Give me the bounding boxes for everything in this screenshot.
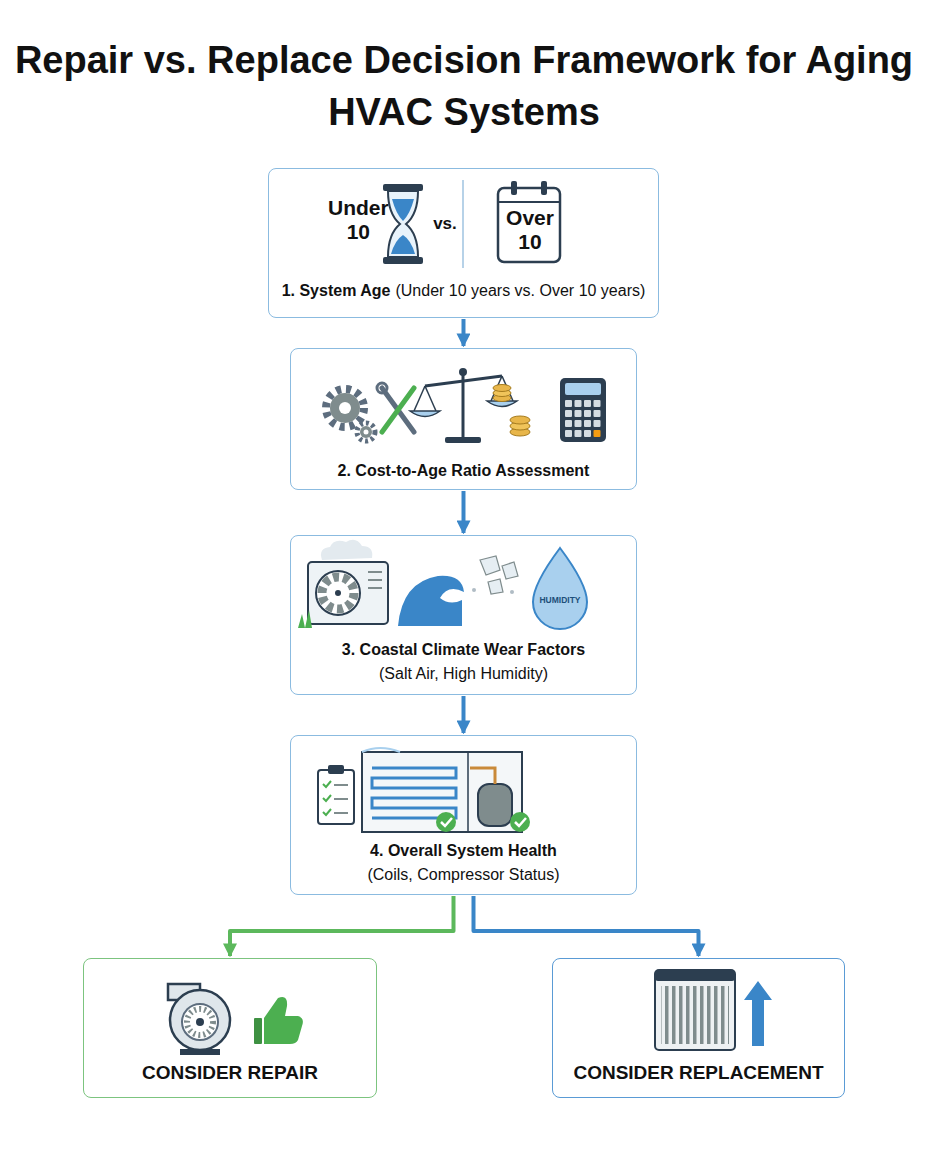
node-text: CONSIDER REPAIR [142,1062,318,1083]
text-row: 4. Overall System Health [291,841,636,860]
up-arrow-icon [744,981,772,1046]
tools-icon [377,383,414,432]
text-line: Under 10 [328,196,389,244]
condenser-unit-icon [655,970,735,1050]
blower-icon [168,984,230,1055]
node-text: 2. Cost-to-Age Ratio Assessment [338,462,590,479]
text-line: (Salt Air, High Humidity) [379,664,548,683]
text-line: CONSIDER REPLACEMENT [573,1062,823,1084]
calendar-icon [498,181,560,262]
text-line: 3. Coastal Climate Wear Factors [342,640,585,659]
icon-label: HUMIDITY [534,595,586,605]
step-box: 2. Cost-to-Age Ratio Assessment [290,348,637,490]
thumbs-up-icon [254,997,303,1044]
flow-arrow [461,319,465,346]
compressor-icon [470,768,512,826]
coins-icon [493,385,530,437]
node-text: 4. Overall System Health [370,842,557,859]
hourglass-icon [383,184,423,264]
calculator-icon [560,378,606,442]
step-box: 4. Overall System Health (Coils, Compress… [290,735,637,895]
node-text: (Salt Air, High Humidity) [379,665,548,682]
node-text: Over 10 [506,206,554,253]
node-text: (Under 10 years vs. Over 10 years) [395,282,645,299]
node-text: 3. Coastal Climate Wear Factors [342,641,585,658]
diagram-title: Repair vs. Replace Decision Framework fo… [14,34,914,138]
coil-panel-icon [362,748,522,832]
text-row: Over 10 [501,206,559,254]
decision-box: CONSIDER REPAIR [83,958,377,1098]
cloud-icon [321,540,372,560]
clipboard-icon [318,765,354,824]
text-row: CONSIDER REPLACEMENT [553,1062,844,1084]
flow-arrow [474,896,699,956]
step-box: 3. Coastal Climate Wear Factors (Salt Air… [290,535,637,695]
salt-icon [472,556,518,594]
flow-arrow [230,896,454,956]
text-line: Over 10 [501,206,559,254]
water-drop-icon [533,548,587,629]
divider-line [462,180,464,268]
text-line: vs. [433,214,457,234]
node-text: 1. System Age [282,282,391,299]
decision-box: CONSIDER REPLACEMENT [552,958,845,1098]
gear-icon [326,389,375,441]
text-line: 2. Cost-to-Age Ratio Assessment [338,461,590,480]
node-text: Under 10 [328,196,389,243]
text-row: CONSIDER REPAIR [84,1062,376,1084]
text-row: vs. [429,214,461,234]
text-line: 1. System Age(Under 10 years vs. Over 10… [282,281,646,300]
text-row: 3. Coastal Climate Wear Factors [291,640,636,659]
wave-icon [398,576,464,626]
text-line: (Coils, Compressor Status) [367,865,559,884]
check-mark-icon [436,812,530,832]
ac-unit-icon [298,562,388,628]
node-text: CONSIDER REPLACEMENT [573,1062,823,1083]
step-box: Under 10 vs. Over 10 1. System Age(Under 10… [268,168,660,318]
node-text: (Coils, Compressor Status) [367,866,559,883]
text-line: CONSIDER REPAIR [142,1062,318,1084]
text-row: 2. Cost-to-Age Ratio Assessment [291,461,636,480]
text-row: 1. System Age(Under 10 years vs. Over 10… [269,281,659,300]
flow-arrow [462,696,466,733]
text-row: (Coils, Compressor Status) [291,865,636,884]
text-row: (Salt Air, High Humidity) [291,664,636,683]
node-text: vs. [433,214,457,233]
text-row: Under 10 [328,196,386,244]
flow-arrow [462,491,466,533]
text-line: 4. Overall System Health [370,841,557,860]
balance-scale-icon [410,368,517,443]
